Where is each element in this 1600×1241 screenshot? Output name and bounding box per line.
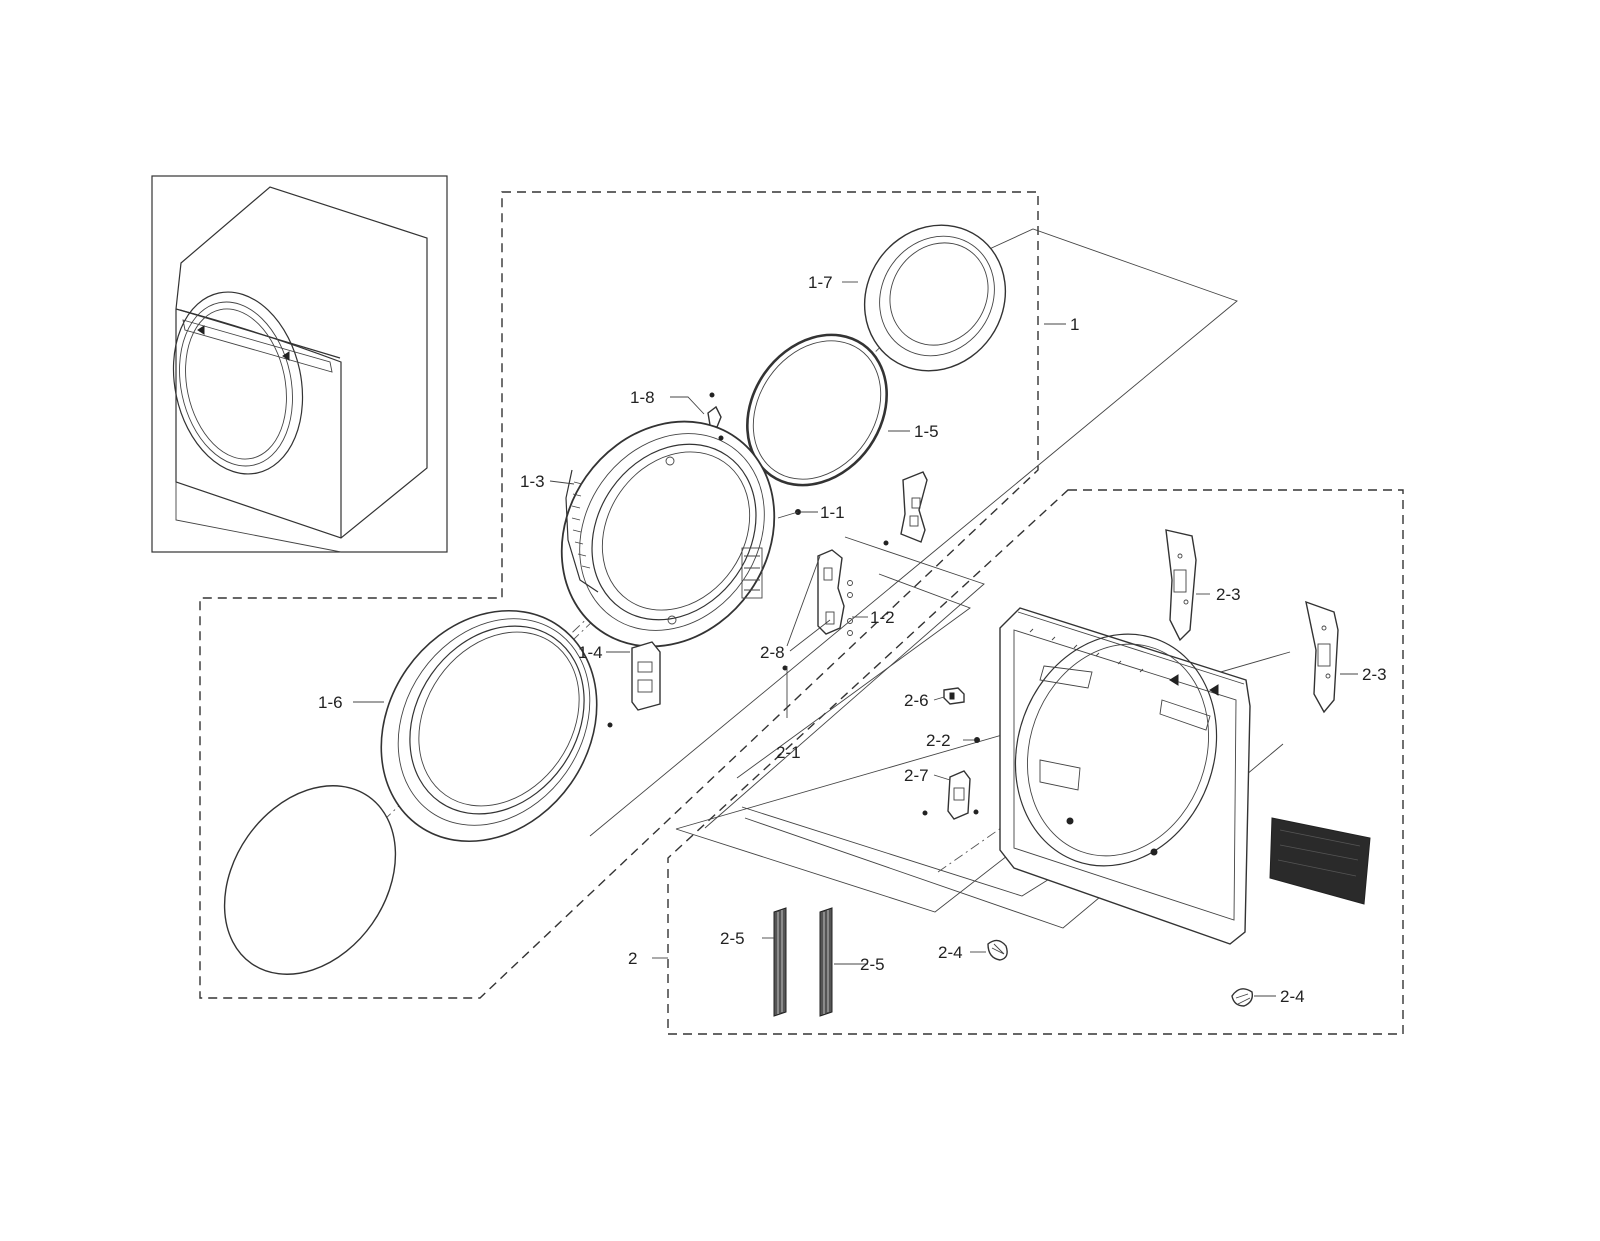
- callout-2-5-right: 2-5: [860, 955, 885, 974]
- dryer-body: [175, 186, 428, 539]
- control-arrow-icon: [197, 325, 290, 361]
- panel-screw-icon: [1150, 848, 1158, 856]
- callout-2-4-right: 2-4: [1280, 987, 1305, 1006]
- part-2-6-switch: [943, 687, 965, 705]
- callout-labels: 1 1-7 1-5 1-8 1-3 1-1 1-2 1-4 1-6 2-8 2-…: [318, 273, 1387, 1006]
- screw-hole-icon: [847, 580, 853, 586]
- panel-screw-icon: [1066, 817, 1074, 825]
- control-arrow-icon: [1169, 674, 1219, 696]
- screw-icon: [883, 540, 889, 546]
- screw-hole-icon: [847, 630, 853, 636]
- dryer-control-panel: [182, 319, 333, 373]
- dryer-door-outer: [172, 291, 304, 475]
- door-glass: [223, 785, 397, 975]
- part-2-5-strip-right: [819, 907, 833, 1017]
- screw-icon: [607, 722, 613, 728]
- dryer-door-glass: [185, 308, 287, 460]
- panel-holes: [1029, 628, 1144, 673]
- callout-1-2: 1-2: [870, 608, 895, 627]
- part-1-5-door-seal: [746, 333, 888, 487]
- part-1-7-door-cover: [863, 224, 1007, 372]
- callout-1-7: 1-7: [808, 273, 833, 292]
- part-2-7-plate: [922, 770, 979, 820]
- callout-2-5-left: 2-5: [720, 929, 745, 948]
- screw-icon: [973, 809, 979, 815]
- dryer-door-inner: [179, 301, 293, 467]
- panel-window-slot: [1039, 665, 1093, 689]
- callout-2-6: 2-6: [904, 691, 929, 710]
- part-2-4-clip-a: [987, 939, 1008, 961]
- callout-2-1: 2-1: [776, 743, 801, 762]
- callout-2: 2: [628, 949, 637, 968]
- part-2-3-bracket-left: [1165, 529, 1197, 642]
- part-2-5-strip-left: [773, 907, 787, 1017]
- frame-hinge-block: [741, 547, 763, 599]
- guide-bracket-b: [736, 573, 971, 779]
- screw-icon: [922, 810, 928, 816]
- callout-2-2: 2-2: [926, 731, 951, 750]
- callout-1-8: 1-8: [630, 388, 655, 407]
- panel-window-slot: [1159, 699, 1211, 731]
- frame-rib-detail: [571, 481, 591, 569]
- part-1-3-door-frame: [560, 420, 776, 648]
- part-2-8-bracket: [782, 549, 853, 671]
- screw-hole-icon: [847, 592, 853, 598]
- screw-icon: [709, 392, 715, 398]
- part-1-4-hinge: [607, 641, 661, 728]
- panel-window-slot: [1039, 759, 1081, 791]
- screw-icon: [718, 435, 724, 441]
- callout-1-6: 1-6: [318, 693, 343, 712]
- callout-2-4-left: 2-4: [938, 943, 963, 962]
- callout-1-5: 1-5: [914, 422, 939, 441]
- part-2-3-bracket-right: [1305, 600, 1339, 714]
- callout-2-7: 2-7: [904, 766, 929, 785]
- door-switch-bracket: [883, 471, 928, 546]
- leader-lines: [353, 281, 1358, 997]
- dryer-base: [175, 482, 342, 553]
- frame-screw-hole: [667, 615, 677, 625]
- screw-icon: [782, 665, 788, 671]
- dark-filter-panel: [1269, 817, 1371, 905]
- part-1-8-door-hook: [707, 392, 724, 441]
- guide-bracket-a: [704, 536, 985, 829]
- callout-1-4: 1-4: [578, 643, 603, 662]
- door-assembly-boundary: [199, 191, 1039, 999]
- part-2-front-panel: [999, 607, 1251, 945]
- screw-hole-icon: [847, 618, 853, 624]
- part-2-4-clip-b: [1231, 988, 1254, 1007]
- callout-1-1: 1-1: [820, 503, 845, 522]
- part-2-2-screw: [974, 737, 980, 743]
- callout-1: 1: [1070, 315, 1079, 334]
- frame-side-ribs: [565, 469, 599, 593]
- dryer-front-edge: [175, 308, 342, 538]
- callout-2-8: 2-8: [760, 643, 785, 662]
- front-panel-boundary: [667, 489, 1404, 1035]
- guide-group1: [589, 228, 1238, 837]
- callout-2-3-left: 2-3: [1216, 585, 1241, 604]
- dryer-top-edge: [179, 309, 341, 359]
- part-1-6-door-outer: [380, 609, 598, 843]
- assembled-dryer-inset: [151, 175, 448, 553]
- frame-screw-hole: [665, 456, 675, 466]
- inset-frame: [151, 175, 448, 553]
- callout-2-3-right: 2-3: [1362, 665, 1387, 684]
- callout-1-3: 1-3: [520, 472, 545, 491]
